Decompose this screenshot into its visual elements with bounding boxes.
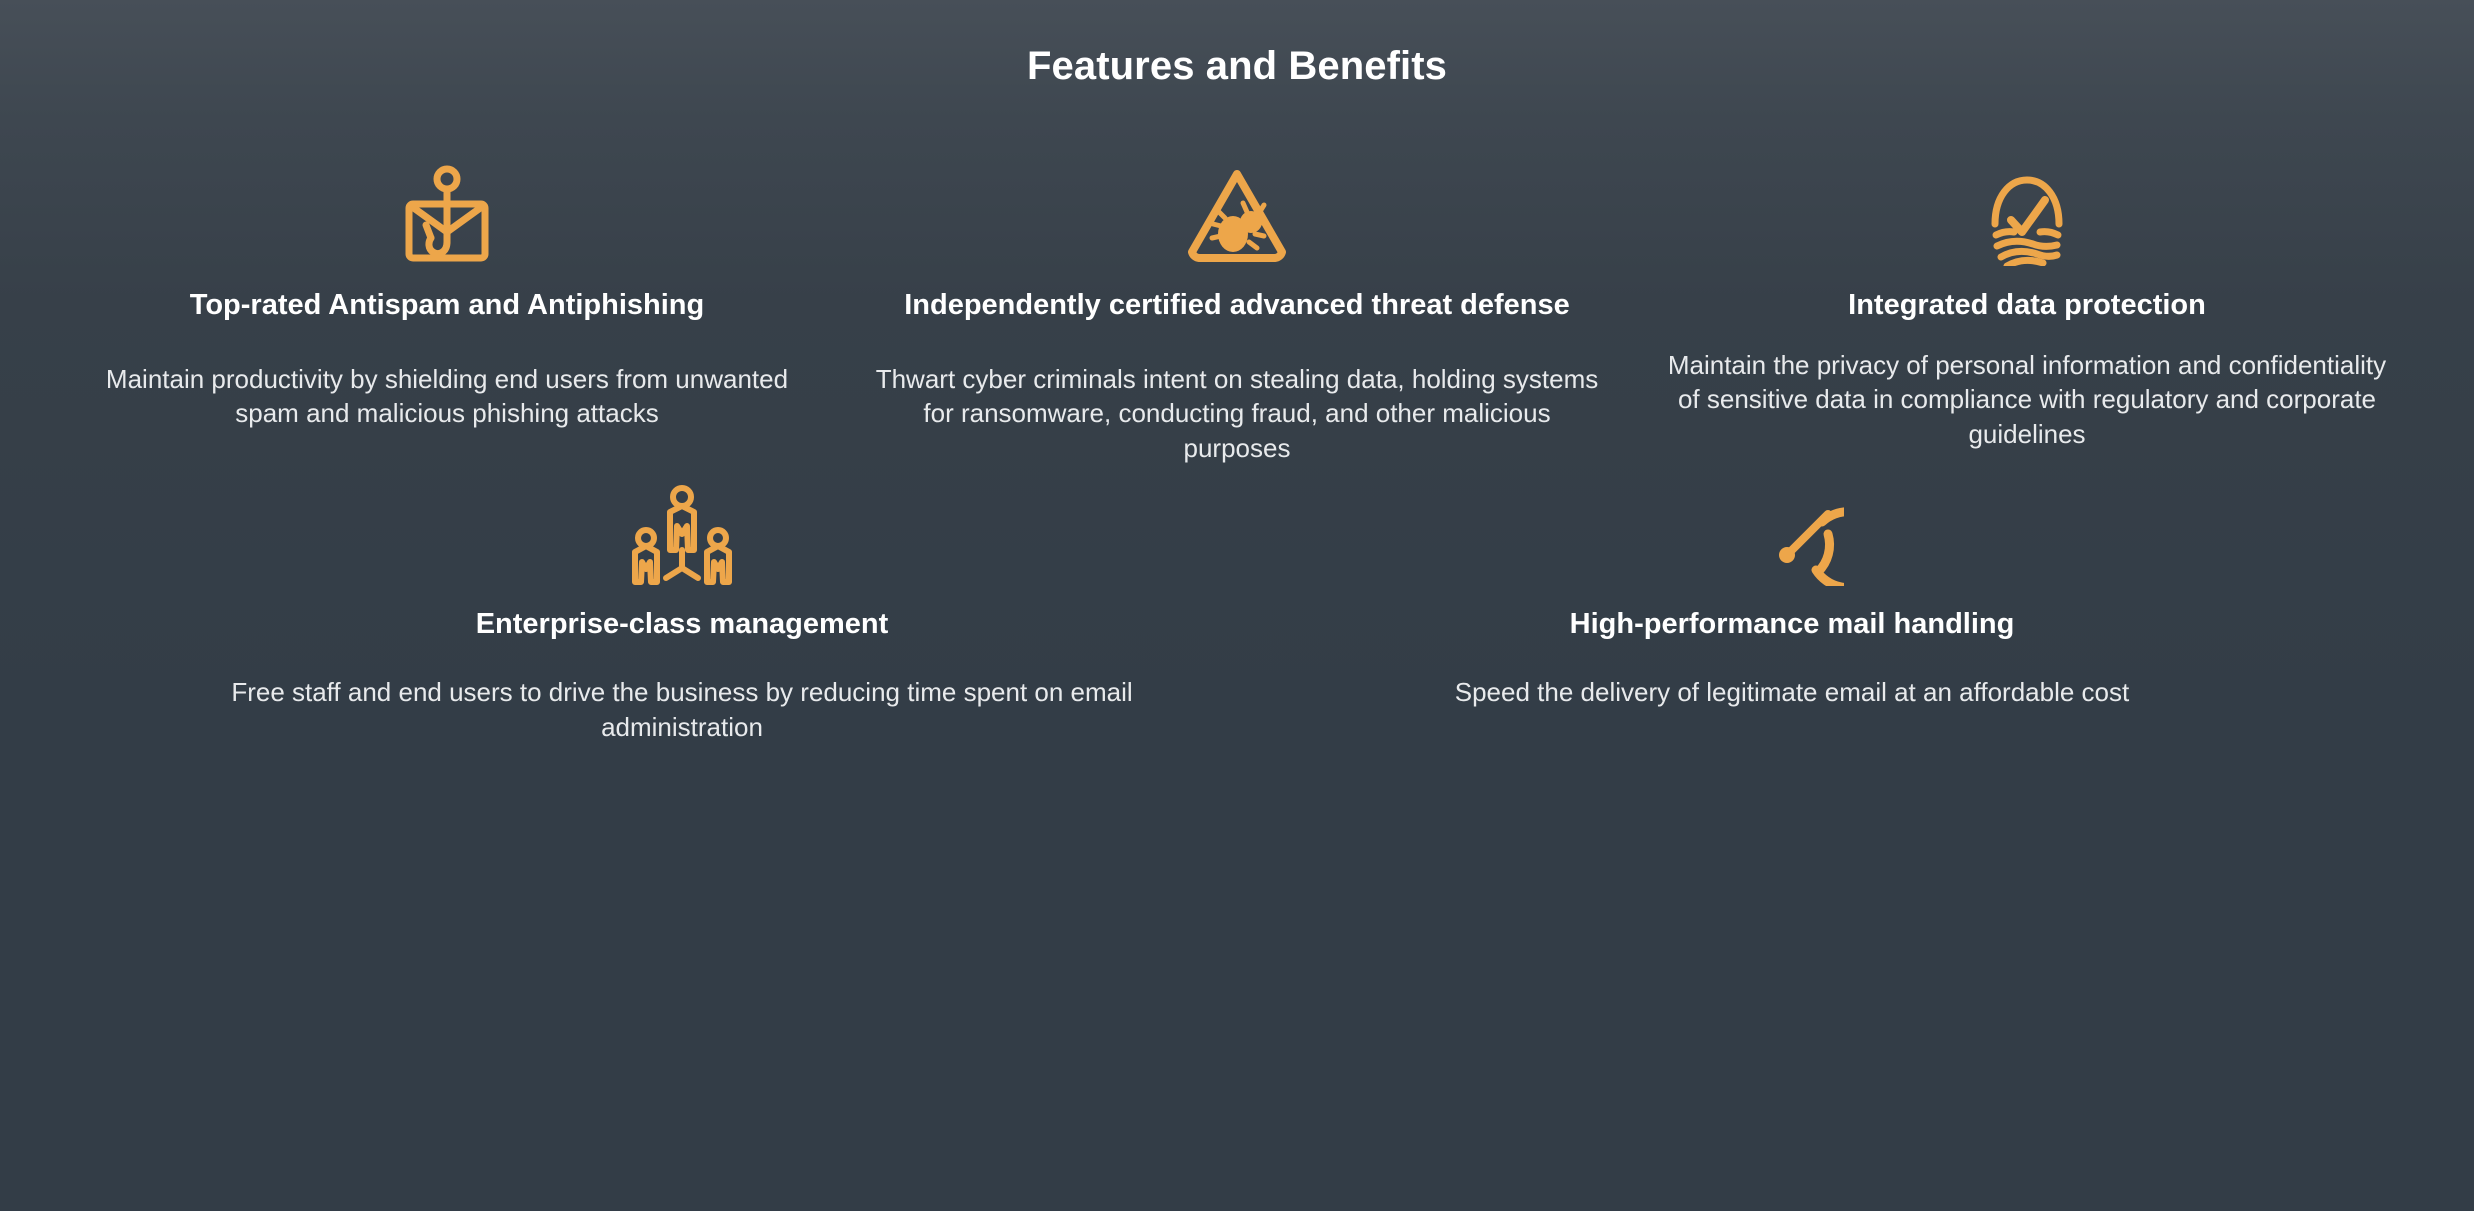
feature-body: Speed the delivery of legitimate email a… xyxy=(1454,677,2130,708)
feature-heading: Top-rated Antispam and Antiphishing xyxy=(189,289,705,321)
feature-heading: Independently certified advanced threat … xyxy=(904,289,1570,321)
feature-card-data-protection: Integrated data protection Maintain the … xyxy=(1632,150,2422,465)
fingerprint-check-icon xyxy=(1975,150,2079,278)
feature-heading: High-performance mail handling xyxy=(1569,608,2015,641)
people-group-hierarchy-icon xyxy=(630,475,734,593)
feature-body: Maintain the privacy of personal informa… xyxy=(1667,349,2387,449)
speedometer-gauge-icon xyxy=(1740,475,1844,593)
feature-card-threat-defense: Independently certified advanced threat … xyxy=(842,150,1632,465)
features-row-top: Top-rated Antispam and Antiphishing Main… xyxy=(0,150,2474,465)
feature-heading: Enterprise-class management xyxy=(475,608,889,641)
feature-body: Thwart cyber criminals intent on stealin… xyxy=(875,363,1599,463)
feature-body: Free staff and end users to drive the bu… xyxy=(231,677,1133,742)
malware-warning-triangle-bug-icon xyxy=(1185,150,1289,278)
page-title: Features and Benefits xyxy=(1027,44,1447,88)
feature-card-antispam-antiphishing: Top-rated Antispam and Antiphishing Main… xyxy=(52,150,842,465)
feature-card-mail-handling: High-performance mail handling Speed the… xyxy=(1237,475,2347,744)
feature-heading: Integrated data protection xyxy=(1848,289,2206,321)
feature-body: Maintain productivity by shielding end u… xyxy=(105,363,789,429)
feature-card-enterprise-management: Enterprise-class management Free staff a… xyxy=(127,475,1237,744)
phishing-envelope-hook-icon xyxy=(395,150,499,278)
features-row-bottom: Enterprise-class management Free staff a… xyxy=(0,475,2474,744)
